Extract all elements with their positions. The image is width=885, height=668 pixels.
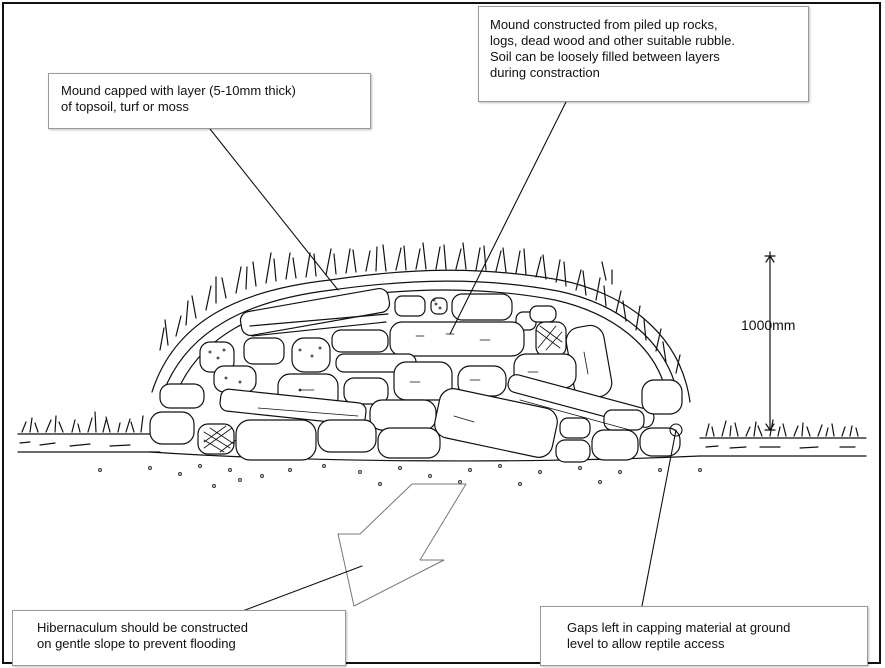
height-dimension xyxy=(765,252,775,430)
height-dimension-label: 1000mm xyxy=(741,317,795,333)
callout-gaps-text: Gaps left in capping material at ground … xyxy=(567,620,867,652)
callout-slope: Hibernaculum should be constructed on ge… xyxy=(12,610,346,666)
callout-capping-text: Mound capped with layer (5-10mm thick) o… xyxy=(61,83,370,115)
callout-construction: Mound constructed from piled up rocks, l… xyxy=(478,6,809,102)
ground-dots xyxy=(99,465,702,488)
callout-gaps: Gaps left in capping material at ground … xyxy=(540,606,868,666)
slope-arrow xyxy=(338,484,466,606)
rubble-stones xyxy=(150,287,682,462)
callout-slope-text: Hibernaculum should be constructed on ge… xyxy=(37,620,345,652)
callout-capping: Mound capped with layer (5-10mm thick) o… xyxy=(48,73,371,129)
ground-left xyxy=(18,412,160,452)
callout-construction-text: Mound constructed from piled up rocks, l… xyxy=(490,17,808,81)
ground-right xyxy=(700,420,866,456)
